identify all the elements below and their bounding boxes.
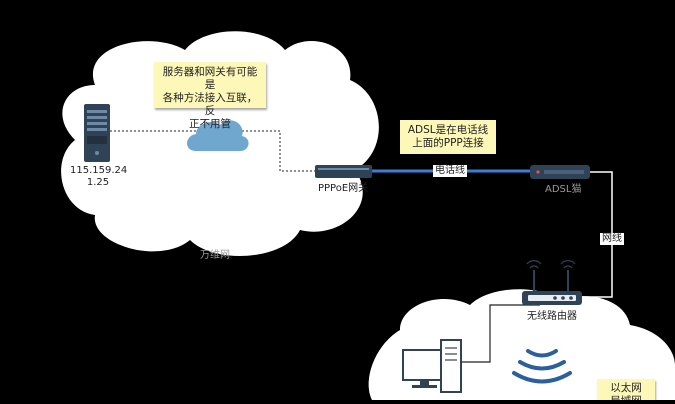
- server-icon: [84, 104, 110, 162]
- router-pc-cable: [462, 304, 540, 363]
- network-cable-label: 网线: [600, 233, 624, 245]
- server-gateway-link: [110, 130, 315, 172]
- wireless-router-label: 无线路由器: [527, 311, 577, 322]
- server-ip-label: 115.159.24 1.25: [70, 165, 128, 188]
- server-gateway-note: 服务器和网关有可能是 各种方法接入互联，反 正不用管: [154, 62, 266, 130]
- adsl-modem-icon: [530, 165, 590, 179]
- wan-cloud-label: 万维网: [200, 250, 230, 261]
- pppoe-gateway-icon: [315, 165, 372, 178]
- adsl-ppp-note: ADSL是在电话线 上面的PPP连接: [400, 120, 496, 154]
- adsl-modem-label: ADSL猫: [545, 184, 582, 195]
- wifi-icon: [512, 349, 572, 384]
- pppoe-gateway-label: PPPoE网关: [318, 183, 369, 194]
- internet-cloud-icon: [187, 120, 249, 151]
- wireless-router-icon: [522, 260, 582, 305]
- ethernet-lan-note: 以太网 局域网: [597, 379, 655, 400]
- phone-line-label: 电话线: [433, 165, 467, 177]
- desktop-pc-icon: [402, 339, 462, 393]
